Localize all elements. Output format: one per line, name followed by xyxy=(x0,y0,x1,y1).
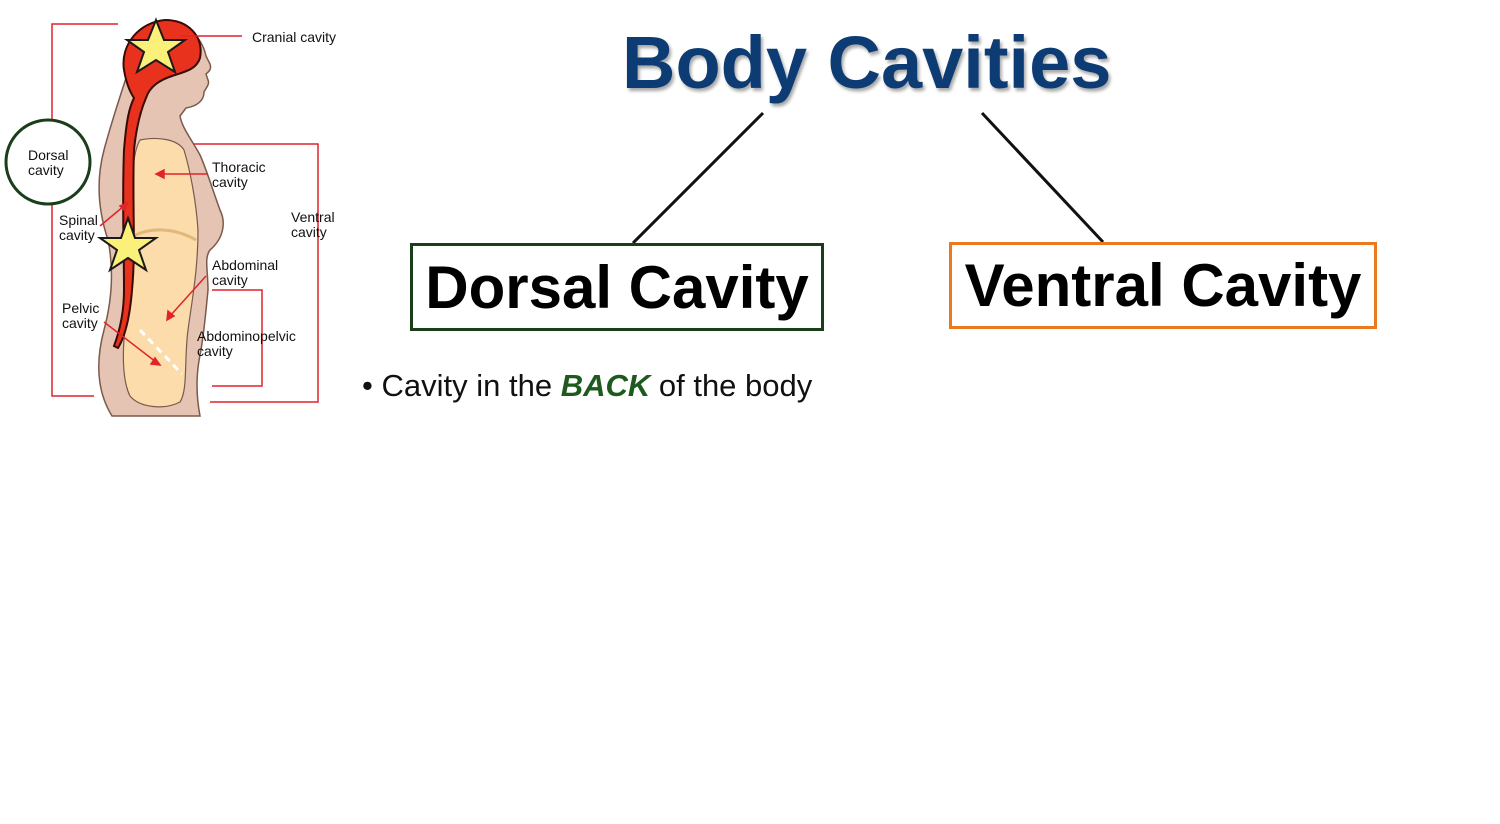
abdominopelvic-cavity-label-line1: Abdominopelvic xyxy=(197,328,296,344)
dorsal-cavity-label-line2: cavity xyxy=(28,162,64,178)
abdominopelvic-bracket xyxy=(212,289,263,387)
dorsal-bracket xyxy=(51,23,118,397)
slide-title: Body Cavities xyxy=(622,21,1112,104)
ventral-bracket xyxy=(194,143,319,403)
dorsal-cavity-circle xyxy=(4,118,92,206)
thoracic-cavity-label-line1: Thoracic xyxy=(212,159,266,175)
abdominal-cavity-label-line2: cavity xyxy=(212,272,248,288)
body-cavities-figure: Cranial cavity Dorsal cavity Thoracic ca… xyxy=(0,0,360,424)
spinal-cavity-label-line1: Spinal xyxy=(59,212,98,228)
diaphragm-line xyxy=(129,228,197,242)
ventral-cavity-box-label: Ventral Cavity xyxy=(964,252,1362,319)
pelvic-cavity-label-line1: Pelvic xyxy=(62,300,99,316)
ventral-cavity-label-line1: Ventral xyxy=(291,209,335,225)
bullet-marker: • xyxy=(362,368,373,403)
star-icon xyxy=(96,214,160,273)
cranial-cavity-label: Cranial cavity xyxy=(252,29,336,45)
pelvic-cavity-label-line2: cavity xyxy=(62,315,98,331)
star-icon xyxy=(123,17,189,75)
bullet-text-suffix: of the body xyxy=(650,368,813,403)
pelvic-dashed-line xyxy=(138,328,184,376)
abdominopelvic-cavity-label-line2: cavity xyxy=(197,343,233,359)
spinal-cavity-label-line2: cavity xyxy=(59,227,95,243)
figure-svg: Cranial cavity Dorsal cavity Thoracic ca… xyxy=(4,17,336,417)
ventral-cavity-box: Ventral Cavity xyxy=(949,242,1377,329)
abdominal-cavity-label-line1: Abdominal xyxy=(212,257,278,273)
connector-to-dorsal xyxy=(631,111,765,245)
dorsal-cavity-box-label: Dorsal Cavity xyxy=(425,253,809,321)
thoracic-cavity-label-line2: cavity xyxy=(212,174,248,190)
dorsal-cavity-label-line1: Dorsal xyxy=(28,147,68,163)
bullet-item: • Cavity in the BACK of the body xyxy=(362,366,812,406)
pointer-arrows xyxy=(99,168,208,366)
bullet-emphasis: BACK xyxy=(560,368,651,403)
connector-to-ventral xyxy=(980,111,1105,244)
bullet-text-prefix: Cavity in the xyxy=(381,368,561,403)
ventral-cavity-label-line2: cavity xyxy=(291,224,327,240)
dorsal-cavity-box: Dorsal Cavity xyxy=(410,243,824,331)
